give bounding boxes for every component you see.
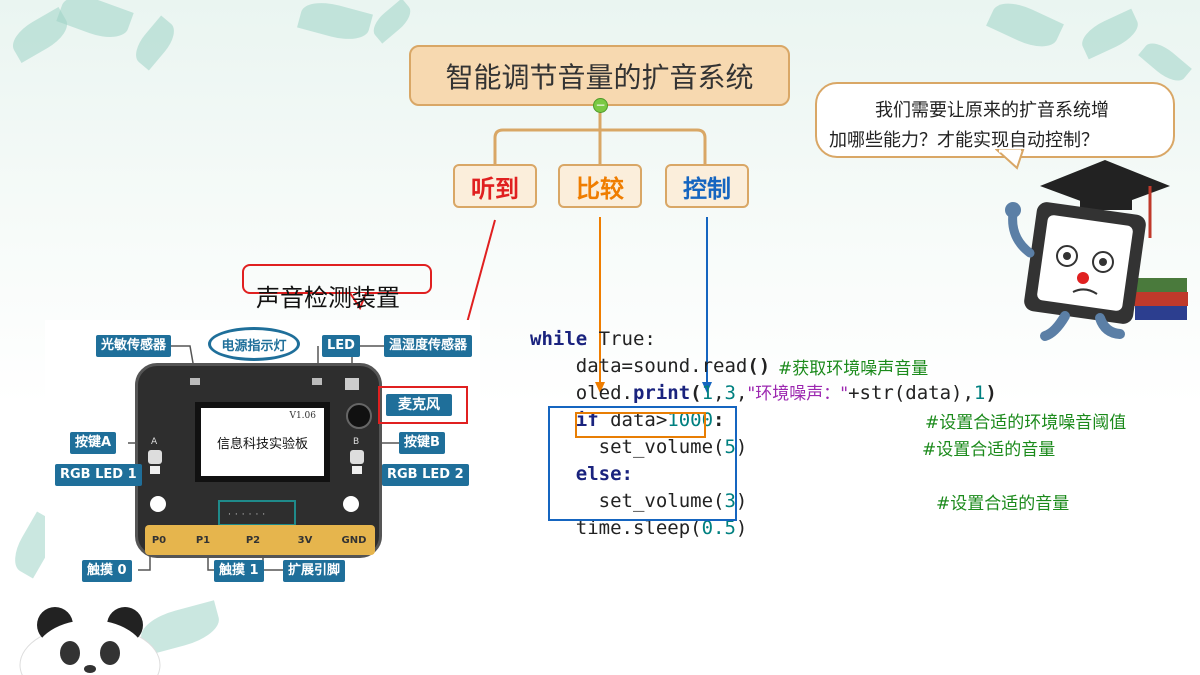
branch-control: 控制 [665,164,749,208]
label-touch-1: 触摸 1 [214,560,264,582]
code-text: +str(data), [848,382,974,404]
code-line-2: data=sound.read() #获取环境噪声音量 [530,353,997,380]
label-button-a: 按键A [70,432,117,454]
condition-highlight [575,412,706,438]
board-rgb-led [150,466,160,474]
label-expansion: 扩展引脚 [283,560,346,582]
code-line-8: time.sleep(0.5) [530,515,997,542]
speech-bubble: 我们需要让原来的扩音系统增 加哪些能力？才能实现自动控制？ [815,82,1175,158]
code-number: 0.5 [701,517,736,539]
code-keyword-if: if [530,409,599,431]
label-led: LED [322,335,360,357]
code-keyword-else: else [530,463,622,485]
expansion-header-pins: ······ [228,510,270,520]
code-text: data=sound. [530,355,702,377]
bubble-tail-icon [995,149,1025,170]
code-text: : [713,409,725,431]
code-function-print: print [632,382,691,404]
code-text: ) [735,436,748,458]
code-function: read [701,355,748,377]
code-comment: #设置合适的音量 [922,440,1056,460]
graduate-monitor-mascot-icon [1005,160,1188,341]
gold-pin-strip: P0 P1 P2 3V GND [145,525,375,555]
code-text: ( [690,382,702,404]
code-line-3: oled.print(1,3,"环境噪声："+str(data),1) [530,380,997,407]
board-sensor-dot [190,378,200,385]
microphone-highlight [378,386,468,424]
code-line-7: set_volume(3) #设置合适的音量 [530,488,1070,515]
code-string: "环境噪声：" [747,384,849,404]
code-block: while True: data=sound.read()#获取环境噪声音量 o… [530,326,1127,542]
code-line-4: if data>1000: #设置合适的环境噪音阈值 [530,407,1127,434]
code-text: set_volume( [530,490,725,512]
code-text: data> [598,409,668,431]
power-indicator-label: 电源指示灯 [208,327,300,361]
label-button-b: 按键B [399,432,445,454]
code-number: 3 [724,490,736,512]
bubble-line-2: 加哪些能力？才能实现自动控制？ [829,130,1099,151]
code-text: True: [587,328,656,350]
branch-hear: 听到 [453,164,537,208]
label-microphone: 麦克风 [386,394,452,416]
code-text: : [621,463,633,485]
label-rgb-led-1: RGB LED 1 [55,464,142,486]
if-else-highlight [548,406,737,521]
code-text: ) [735,517,748,539]
code-line-1: while True: [530,326,997,353]
code-line-6: else: [530,461,997,488]
bubble-line-1: 我们需要让原来的扩音系统增 [875,100,1109,121]
board-screen-text: 信息科技实验板 [216,436,308,452]
code-number: 1000 [667,409,714,431]
board-button-b [350,450,364,464]
code-comment: #设置合适的音量 [936,494,1070,514]
code-number: 5 [724,436,736,458]
code-number: 1 [701,382,714,404]
code-text: time.sleep( [530,517,702,539]
pin-p1: P1 [195,534,211,546]
pin-gnd: GND [341,534,367,546]
code-number: 3 [724,382,736,404]
pin-p2: P2 [245,534,261,546]
pin-p0: P0 [151,534,167,546]
board-version: V1.06 [289,411,316,421]
code-comment: #设置合适的环境噪音阈值 [925,413,1127,433]
code-number: 1 [973,382,986,404]
code-text: ) [985,382,997,404]
code-paren: () [747,355,771,377]
board-sensor-dot [312,378,322,385]
board-button-a-letter: A [151,437,158,447]
code-text: oled. [530,382,633,404]
code-text: set_volume( [530,436,725,458]
board-button-a [148,450,162,464]
panda-icon [19,607,161,675]
label-touch-0: 触摸 0 [82,560,132,582]
code-text: , [713,382,725,404]
device-label-tail-icon [349,292,367,310]
branch-compare: 比较 [558,164,642,208]
mindmap-root-title: 智能调节音量的扩音系统 [409,45,790,106]
label-light-sensor: 光敏传感器 [96,335,172,357]
device-label: 声音检测装置 [256,284,400,312]
board-mount-hole [150,496,166,512]
code-text: , [735,382,748,404]
device-label-frame [242,264,432,294]
label-temp-humidity: 温湿度传感器 [384,335,473,357]
code-line-5: set_volume(5) #设置合适的音量 [530,434,1056,461]
code-text: ) [735,490,748,512]
board-mount-hole [343,496,359,512]
microphone-component [346,403,372,429]
board-screen: V1.06 信息科技实验板 [195,402,330,482]
board-rgb-led [352,466,362,474]
pin-3v: 3V [297,534,313,546]
minus-icon[interactable]: − [593,98,608,113]
board-sensor-chip [345,378,359,390]
code-comment: #获取环境噪声音量 [778,359,929,379]
label-rgb-led-2: RGB LED 2 [382,464,469,486]
code-keyword-while: while [530,328,588,350]
board-button-b-letter: B [353,437,360,447]
